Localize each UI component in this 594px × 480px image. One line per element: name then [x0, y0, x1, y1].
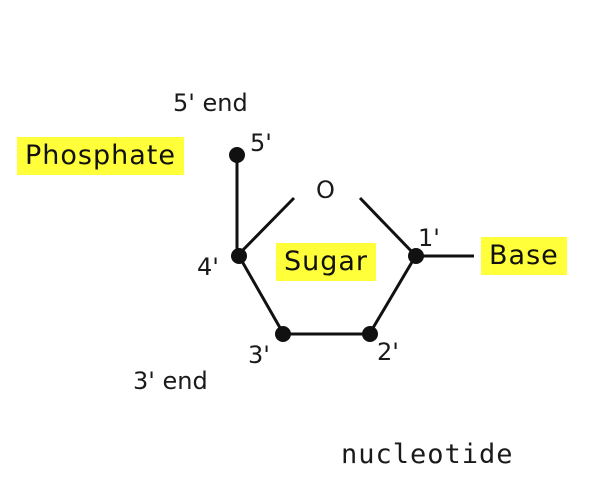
- bond-c2-c1: [368, 256, 417, 334]
- atom-c3: [275, 326, 291, 342]
- atom-c1: [408, 248, 424, 264]
- base-label: Base: [481, 237, 567, 275]
- bond-c4-c3: [237, 255, 285, 334]
- oxygen-label: O: [316, 176, 335, 204]
- sugar-label: Sugar: [276, 243, 377, 281]
- three-prime-end-label: 3' end: [133, 367, 208, 395]
- atom-c5: [229, 147, 245, 163]
- bond-c4-o: [237, 196, 296, 256]
- nucleotide-caption: nucleotide: [341, 439, 514, 470]
- c5-label: 5': [250, 129, 272, 157]
- five-prime-end-label: 5' end: [173, 89, 248, 117]
- c3-label: 3': [248, 341, 270, 369]
- phosphate-label: Phosphate: [17, 137, 184, 175]
- c4-label: 4': [197, 253, 219, 281]
- atom-c2: [362, 326, 378, 342]
- atom-c4: [231, 248, 247, 264]
- c2-label: 2': [377, 338, 399, 366]
- bond-o-c1: [358, 196, 418, 258]
- c1-label: 1': [418, 224, 440, 252]
